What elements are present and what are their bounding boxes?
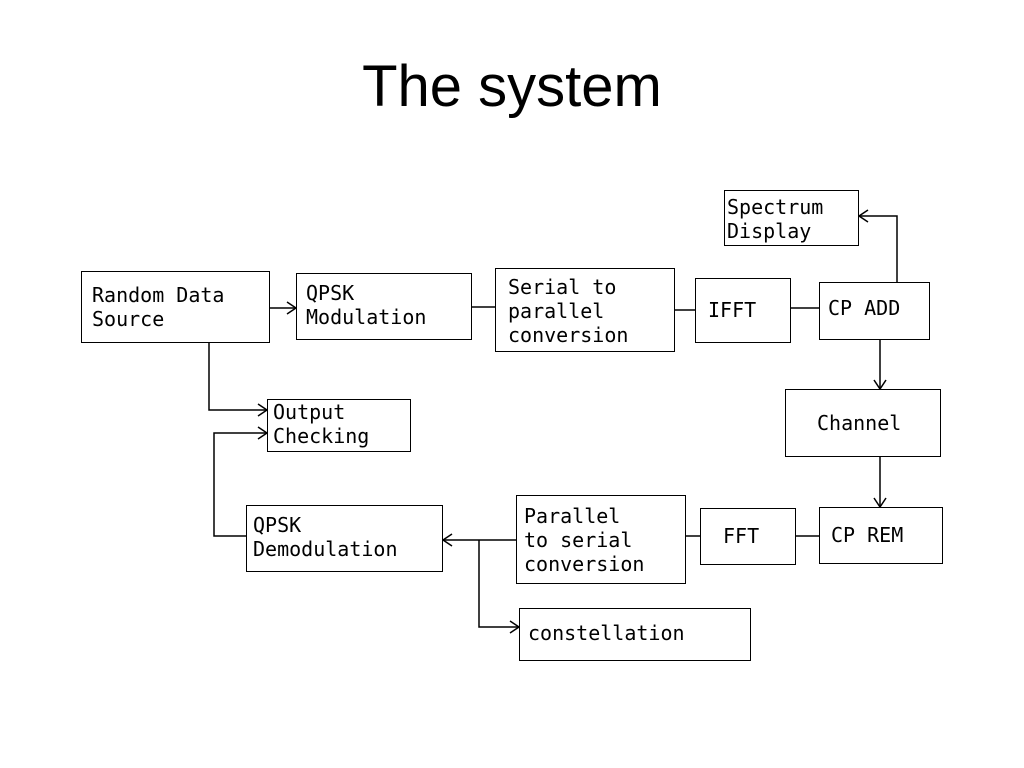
- spectrum-display-block: Spectrum Display: [724, 190, 859, 246]
- block-label: CP ADD: [828, 296, 901, 320]
- block-label: Parallel: [524, 504, 621, 528]
- block-label: Demodulation: [253, 537, 398, 561]
- block-label: FFT: [723, 524, 760, 548]
- output-checking-block: Output Checking: [267, 399, 411, 452]
- cp-add-block: CP ADD: [819, 282, 930, 340]
- block-label: conversion: [524, 552, 645, 576]
- block-label: CP REM: [831, 523, 904, 547]
- ifft-block: IFFT: [695, 278, 791, 343]
- qpsk-modulation-block: QPSK Modulation: [296, 273, 472, 340]
- block-label: IFFT: [708, 298, 757, 322]
- block-label: to serial: [524, 528, 633, 552]
- block-label: QPSK: [253, 513, 302, 537]
- block-label: Modulation: [306, 305, 427, 329]
- block-label: conversion: [508, 323, 629, 347]
- block-label: Display: [727, 219, 812, 243]
- parallel-to-serial-block: Parallel to serial conversion: [516, 495, 686, 584]
- cp-rem-block: CP REM: [819, 507, 943, 564]
- serial-to-parallel-block: Serial to parallel conversion: [495, 268, 675, 352]
- block-label: Random Data: [92, 283, 225, 307]
- block-label: parallel: [508, 299, 605, 323]
- block-label: Channel: [817, 411, 902, 435]
- qpsk-demodulation-block: QPSK Demodulation: [246, 505, 443, 572]
- block-label: QPSK: [306, 281, 355, 305]
- random-data-source-block: Random Data Source: [81, 271, 270, 343]
- block-label: Spectrum: [727, 195, 824, 219]
- constellation-block: constellation: [519, 608, 751, 661]
- block-label: constellation: [528, 621, 685, 645]
- fft-block: FFT: [700, 508, 796, 565]
- block-label: Checking: [273, 424, 370, 448]
- block-label: Source: [92, 307, 165, 331]
- block-label: Output: [273, 400, 346, 424]
- channel-block: Channel: [785, 389, 941, 457]
- page-title: The system: [362, 54, 662, 119]
- block-label: Serial to: [508, 275, 617, 299]
